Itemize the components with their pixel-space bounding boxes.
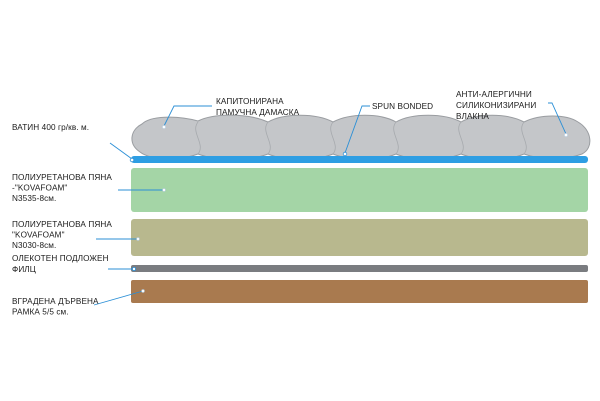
foam-2-layer-bar xyxy=(131,219,588,256)
callout-quilted-damask: КАПИТОНИРАНА ПАМУЧНА ДАМАСКА xyxy=(216,97,300,117)
label-wadding: ВАТИН 400 гр/кв. м. xyxy=(12,123,89,132)
label-wadding-line-1: ВАТИН 400 гр/кв. м. xyxy=(12,123,89,132)
label-foam-2: ПОЛИУРЕТАНОВА ПЯНА "KOVAFOAM" N3030-8см. xyxy=(12,220,114,250)
layer-leaders xyxy=(93,142,166,306)
foam-1-layer-bar xyxy=(131,168,588,212)
callout-anti-allergic: АНТИ-АЛЕРГИЧНИ СИЛИКОНИЗИРАНИ ВЛАКНА xyxy=(456,90,539,121)
label-foam-1-line-2: -"KOVAFOAM" xyxy=(12,184,67,193)
label-foam-1: ПОЛИУРЕТАНОВА ПЯНА -"KOVAFOAM" N3535-8см… xyxy=(12,173,114,203)
quilted-damask-layer xyxy=(131,114,591,160)
callout-anti-allergic-line-3: ВЛАКНА xyxy=(456,112,489,121)
callout-leaders xyxy=(162,102,568,157)
label-foam-2-line-2: "KOVAFOAM" xyxy=(12,231,65,240)
callout-spun-bonded: SPUN BONDED xyxy=(372,102,433,111)
label-felt-line-1: ОЛЕКОТЕН ПОДЛОЖЕН xyxy=(12,254,109,263)
label-felt: ОЛЕКОТЕН ПОДЛОЖЕН ФИЛЦ xyxy=(12,254,111,274)
quilt-shape xyxy=(131,114,591,160)
label-wood-frame-line-2: РАМКА 5/5 см. xyxy=(12,308,69,317)
label-wood-frame-line-1: ВГРАДЕНА ДЪРВЕНА xyxy=(12,297,99,306)
label-foam-1-line-3: N3535-8см. xyxy=(12,194,56,203)
quilt-seams xyxy=(195,121,527,155)
callout-anti-allergic-line-2: СИЛИКОНИЗИРАНИ xyxy=(456,101,536,110)
label-foam-2-line-3: N3030-8см. xyxy=(12,241,56,250)
felt-layer-bar xyxy=(131,265,588,272)
callout-spun-bonded-line-1: SPUN BONDED xyxy=(372,102,433,111)
callout-anti-allergic-line-1: АНТИ-АЛЕРГИЧНИ xyxy=(456,90,532,99)
label-wood-frame: ВГРАДЕНА ДЪРВЕНА РАМКА 5/5 см. xyxy=(12,297,101,317)
callout-quilted-damask-line-2: ПАМУЧНА ДАМАСКА xyxy=(216,108,300,117)
wadding-layer-bar xyxy=(131,156,588,163)
label-felt-line-2: ФИЛЦ xyxy=(12,265,36,274)
label-foam-1-line-1: ПОЛИУРЕТАНОВА ПЯНА xyxy=(12,173,112,182)
label-foam-2-line-1: ПОЛИУРЕТАНОВА ПЯНА xyxy=(12,220,112,229)
callout-quilted-damask-line-1: КАПИТОНИРАНА xyxy=(216,97,284,106)
wood-frame-layer-bar xyxy=(131,280,588,303)
